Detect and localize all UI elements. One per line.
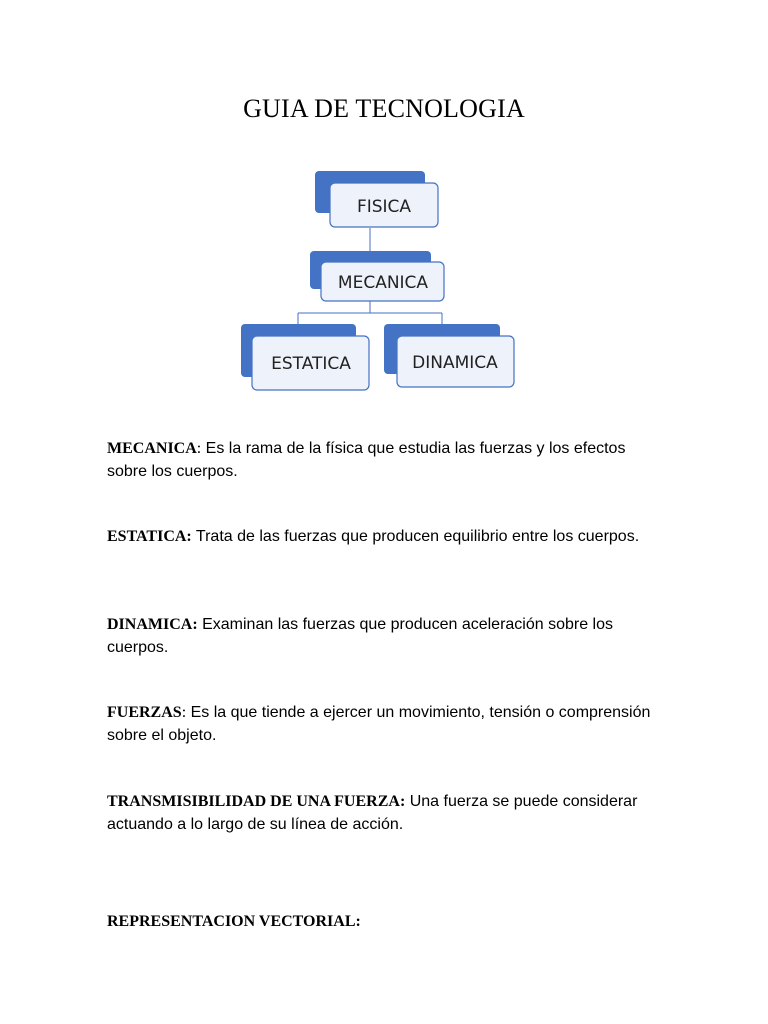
node-mecanica-label: MECANICA — [338, 273, 429, 293]
definition-term: FUERZAS — [107, 704, 182, 721]
node-estatica: ESTATICA — [241, 324, 370, 391]
hierarchy-diagram: FISICA MECANICA ESTATICA DINAMICA — [241, 171, 515, 391]
definition-text: Es la que tiende a ejercer un movimiento… — [107, 704, 651, 744]
definition-text: Examinan las fuerzas que producen aceler… — [107, 616, 614, 656]
definition-mecanica: MECANICA: Es la rama de la física que es… — [107, 437, 667, 483]
node-dinamica: DINAMICA — [384, 324, 515, 388]
section-heading-representacion-vectorial: REPRESENTACION VECTORIAL: — [107, 913, 361, 930]
definition-estatica: ESTATICA: Trata de las fuerzas que produ… — [107, 525, 667, 548]
node-dinamica-label: DINAMICA — [412, 353, 498, 373]
definition-fuerzas: FUERZAS: Es la que tiende a ejercer un m… — [107, 701, 667, 747]
definition-term: ESTATICA: — [107, 528, 192, 545]
definition-term: MECANICA — [107, 440, 197, 457]
definition-transmisibilidad: TRANSMISIBILIDAD DE UNA FUERZA: Una fuer… — [107, 790, 667, 836]
definition-term: TRANSMISIBILIDAD DE UNA FUERZA: — [107, 793, 406, 810]
definition-text: Es la rama de la física que estudia las … — [107, 440, 626, 480]
definition-separator: : — [181, 704, 187, 721]
definition-separator: : — [196, 440, 202, 457]
node-estatica-label: ESTATICA — [271, 354, 351, 374]
definition-dinamica: DINAMICA: Examinan las fuerzas que produ… — [107, 613, 667, 659]
document-title: GUIA DE TECNOLOGIA — [243, 94, 525, 123]
definition-text: Una fuerza se puede considerar actuando … — [107, 793, 638, 833]
node-fisica-label: FISICA — [357, 197, 411, 217]
definition-term: DINAMICA: — [107, 616, 198, 633]
definition-text: Trata de las fuerzas que producen equili… — [191, 528, 640, 545]
node-mecanica: MECANICA — [310, 251, 445, 302]
node-fisica: FISICA — [315, 171, 439, 228]
